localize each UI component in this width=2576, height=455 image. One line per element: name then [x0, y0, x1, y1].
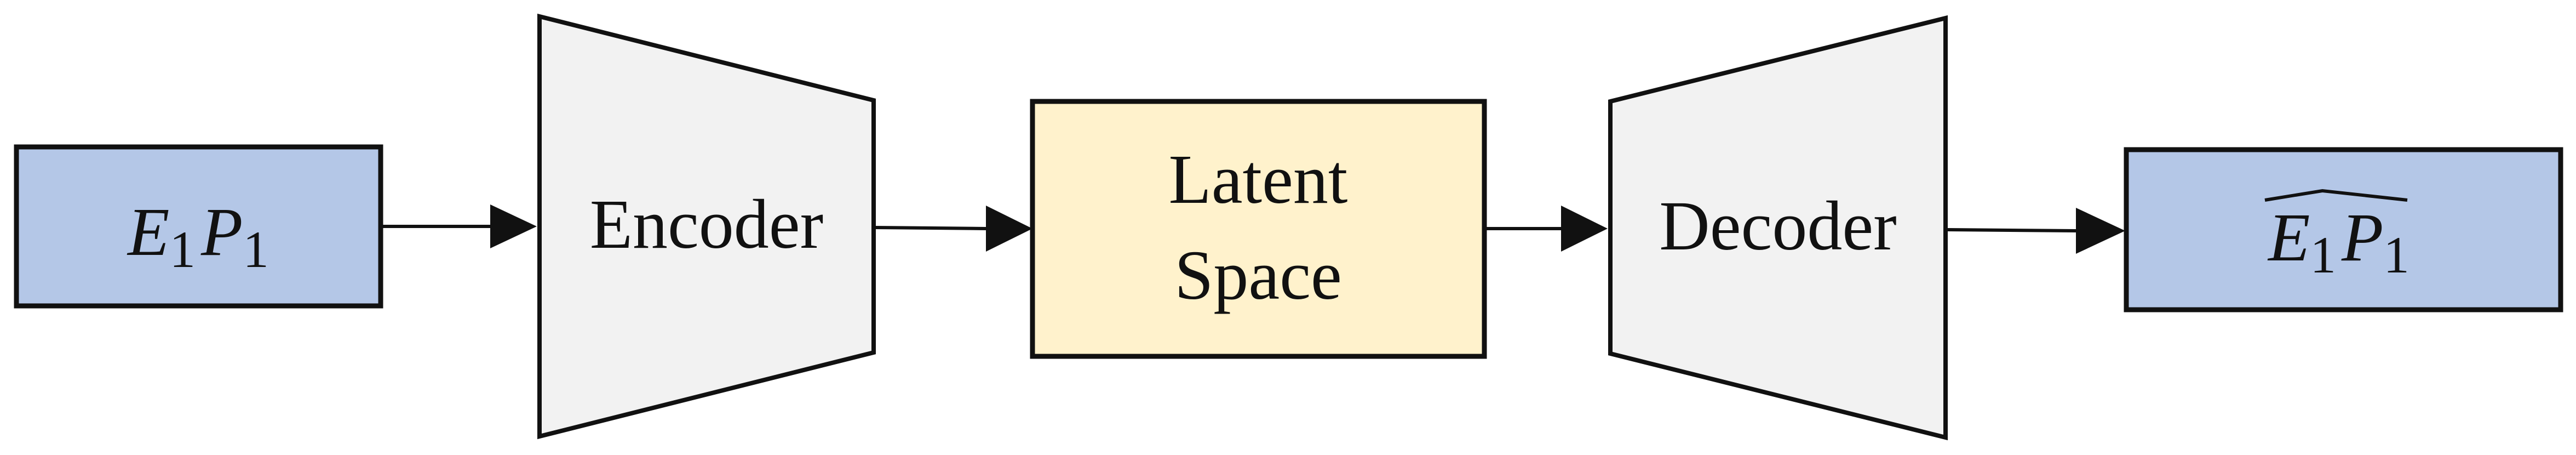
encoder-shape [537, 13, 876, 440]
latent-label-line1: Latent [1169, 140, 1348, 218]
input-label: E1P1 [127, 195, 269, 278]
input-box [14, 144, 383, 309]
latent-node: Latent Space [1030, 99, 1487, 359]
decoder-label: Decoder [1659, 187, 1897, 265]
decoder-shape [1608, 15, 1948, 441]
hat-accent-icon [2264, 189, 2408, 202]
output-box [2124, 147, 2563, 312]
output-label: E1P1 [2267, 200, 2409, 284]
input-node: E1P1 [14, 144, 383, 309]
output-node: E1P1 [2124, 147, 2563, 312]
encoder-node: Encoder [537, 13, 876, 440]
arrow-encoder-to-latent [873, 206, 1032, 252]
decoder-node: Decoder [1608, 15, 1948, 441]
latent-label-line2: Space [1174, 236, 1342, 314]
arrow-decoder-to-output [1945, 208, 2125, 254]
encoder-label: Encoder [590, 185, 823, 263]
arrow-latent-to-decoder [1484, 206, 1608, 252]
latent-box [1030, 99, 1487, 359]
arrow-input-to-encoder [381, 204, 537, 248]
